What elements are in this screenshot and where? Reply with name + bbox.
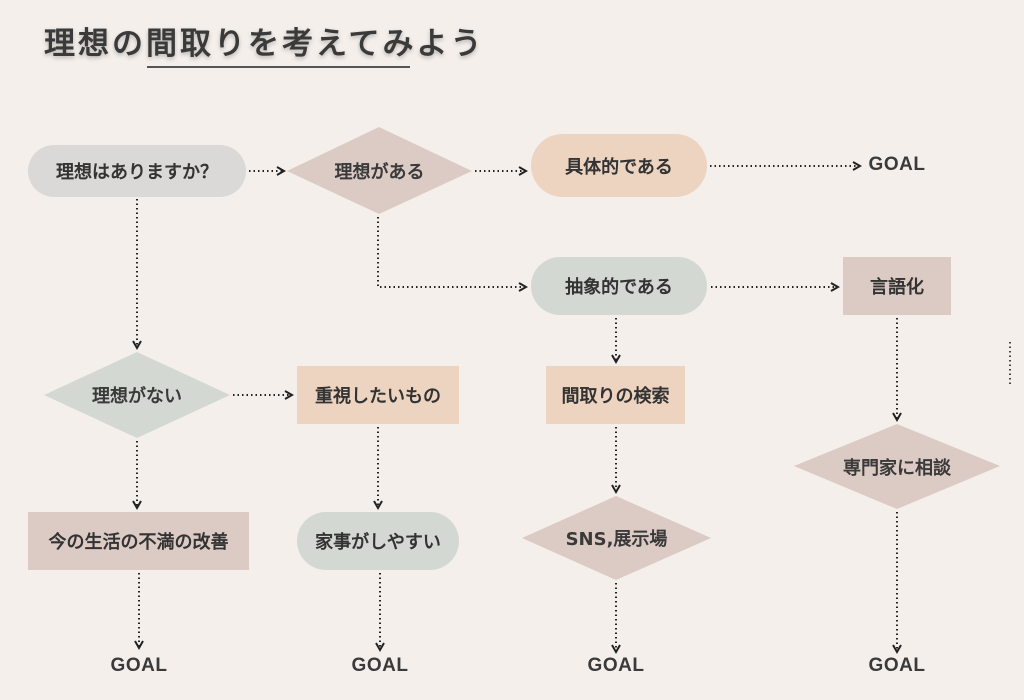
node-improve-dissatisfaction: 今の生活の不満の改善: [28, 512, 249, 570]
node-question: 理想はありますか？: [28, 145, 246, 197]
node-abstract-label: 抽象的である: [565, 277, 673, 298]
node-priorities: 重視したいもの: [297, 366, 459, 424]
node-priorities-label: 重視したいもの: [315, 386, 441, 407]
connector-has-ideal-to-abstract: [377, 217, 529, 292]
node-question-label: 理想はありますか？: [56, 162, 218, 183]
goal-2: GOAL: [351, 655, 409, 676]
page-title: 理想の間取りを考えてみよう: [44, 26, 485, 62]
node-consult-expert-label: 専門家に相談: [843, 457, 951, 479]
node-sns-showroom-label: SNS,展示場: [565, 529, 668, 550]
node-search-floorplans: 間取りの検索: [546, 366, 685, 424]
diamond-has-ideal: [287, 127, 472, 214]
node-easy-housework-label: 家事がしやすい: [315, 532, 441, 553]
goal-3: GOAL: [587, 655, 645, 676]
goal-1: GOAL: [110, 655, 168, 676]
node-verbalize: 言語化: [843, 257, 951, 315]
goal-concrete: GOAL: [868, 154, 926, 175]
goal-4: GOAL: [868, 655, 926, 676]
node-concrete-label: 具体的である: [565, 156, 673, 178]
node-concrete: 具体的である: [531, 134, 707, 197]
diamond-sns-showroom: [522, 496, 711, 580]
node-no-ideal-label: 理想がない: [92, 386, 182, 407]
node-verbalize-label: 言語化: [870, 277, 924, 298]
node-has-ideal-label: 理想がある: [334, 161, 425, 183]
diamond-consult-expert: [794, 424, 1000, 509]
title-underline: [147, 66, 410, 68]
diamond-no-ideal: [44, 352, 230, 438]
node-easy-housework: 家事がしやすい: [297, 512, 459, 570]
node-improve-dissatisfaction-label: 今の生活の不満の改善: [48, 532, 229, 553]
node-search-floorplans-label: 間取りの検索: [561, 386, 670, 407]
node-abstract: 抽象的である: [531, 257, 707, 315]
